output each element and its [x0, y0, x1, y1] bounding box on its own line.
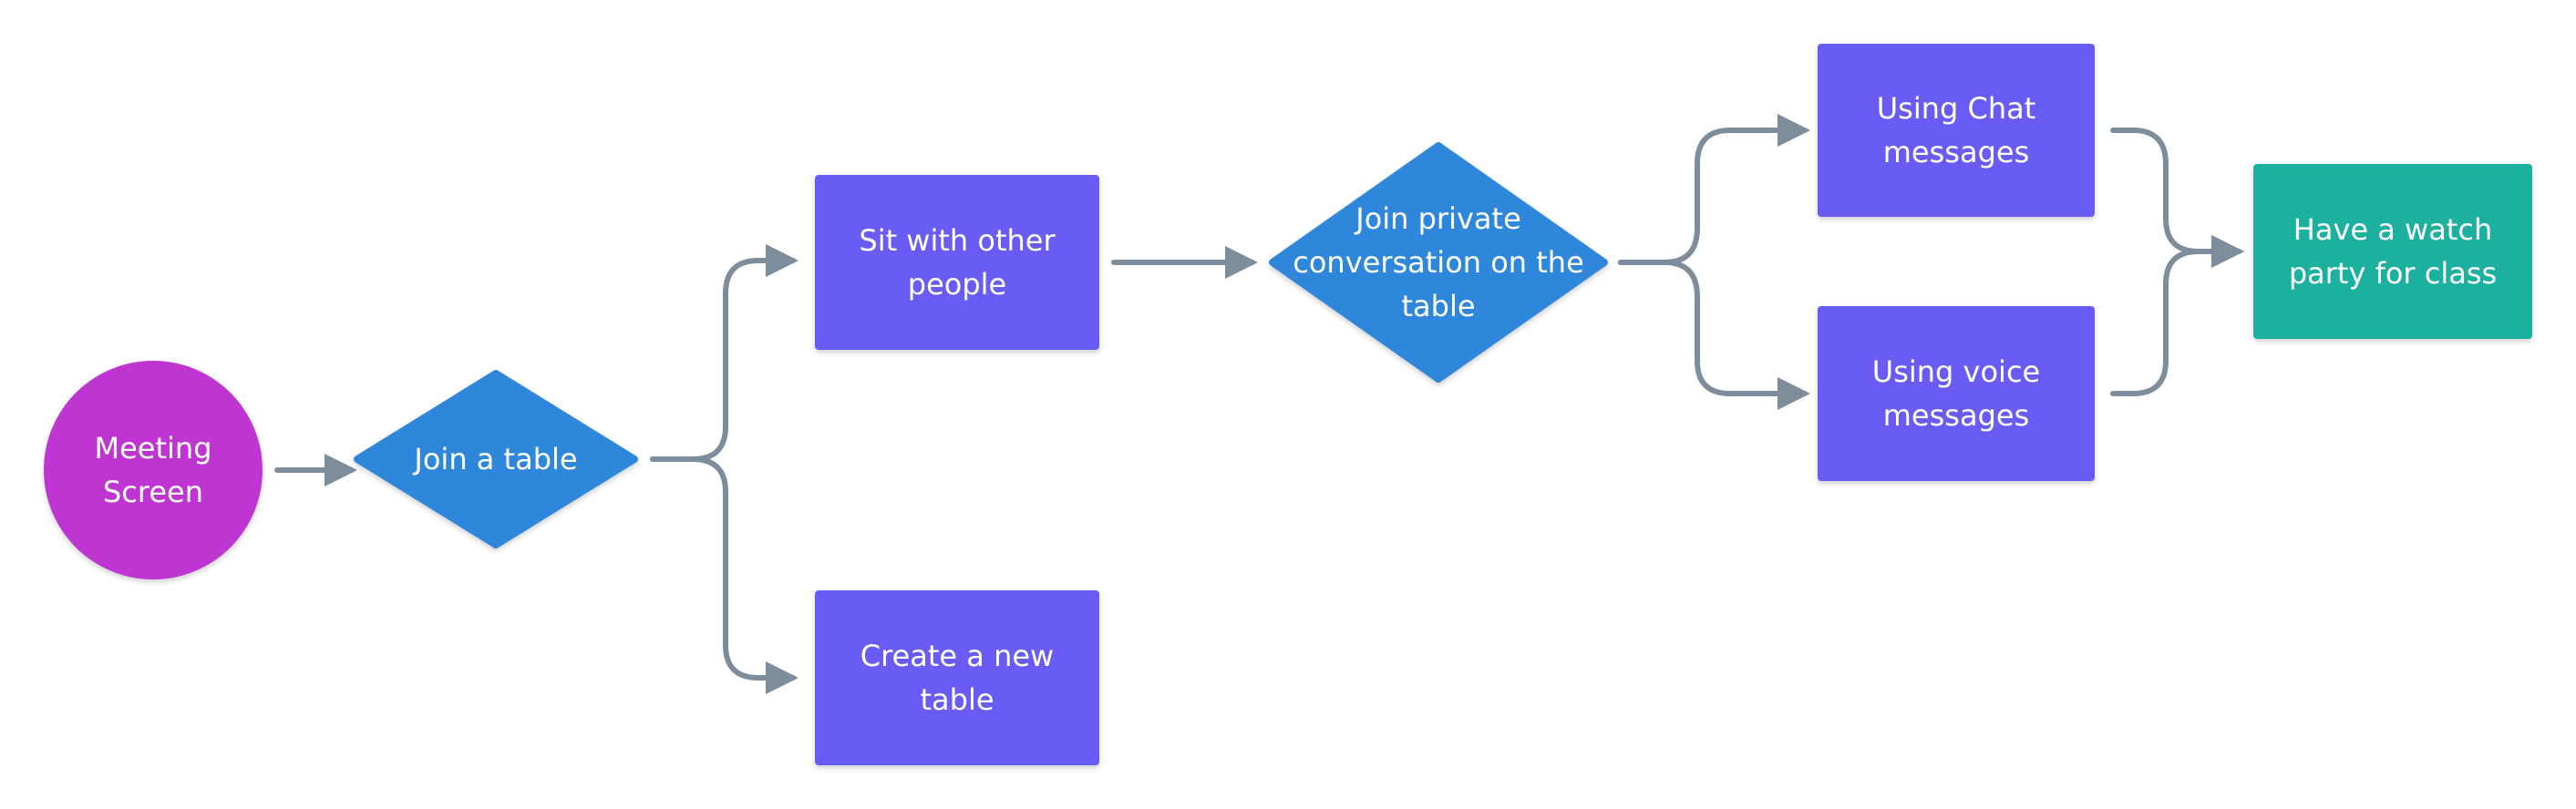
end-node-watch-party[interactable] — [2253, 164, 2532, 339]
decision-node-join-private[interactable] — [1269, 142, 1608, 383]
create-table-label: Create a new table — [860, 639, 1055, 717]
connector-join-table-to-create-table — [650, 456, 799, 694]
connector-join-private-to-chat — [1618, 114, 1810, 265]
sit-with-others-label: Sit with other people — [859, 223, 1056, 302]
connector-join-table-to-sit-with-others — [650, 244, 799, 462]
decision-node-join-table[interactable] — [354, 370, 638, 548]
process-node-create-table[interactable] — [815, 590, 1099, 765]
voice-messages-label: Using voice messages — [1871, 354, 2041, 433]
connectors — [274, 114, 2244, 694]
process-node-sit-with-others[interactable] — [815, 175, 1099, 350]
process-node-voice-messages[interactable] — [1818, 306, 2095, 481]
process-node-chat-messages[interactable] — [1818, 44, 2095, 217]
join-table-label: Join a table — [414, 442, 578, 476]
connector-chat-to-watch-party — [2110, 128, 2244, 268]
start-node-meeting-screen[interactable] — [44, 361, 263, 579]
chat-messages-label: Using Chat messages — [1876, 91, 2036, 169]
nodes — [44, 44, 2532, 765]
connector-join-private-to-voice — [1618, 260, 1810, 410]
watch-party-label: Have a watch party for class — [2288, 212, 2498, 291]
join-private-label: Join private conversation on the table — [1293, 201, 1584, 323]
connector-voice-to-watch-party — [2110, 235, 2244, 396]
meeting-screen-label: Meeting Screen — [94, 431, 212, 509]
